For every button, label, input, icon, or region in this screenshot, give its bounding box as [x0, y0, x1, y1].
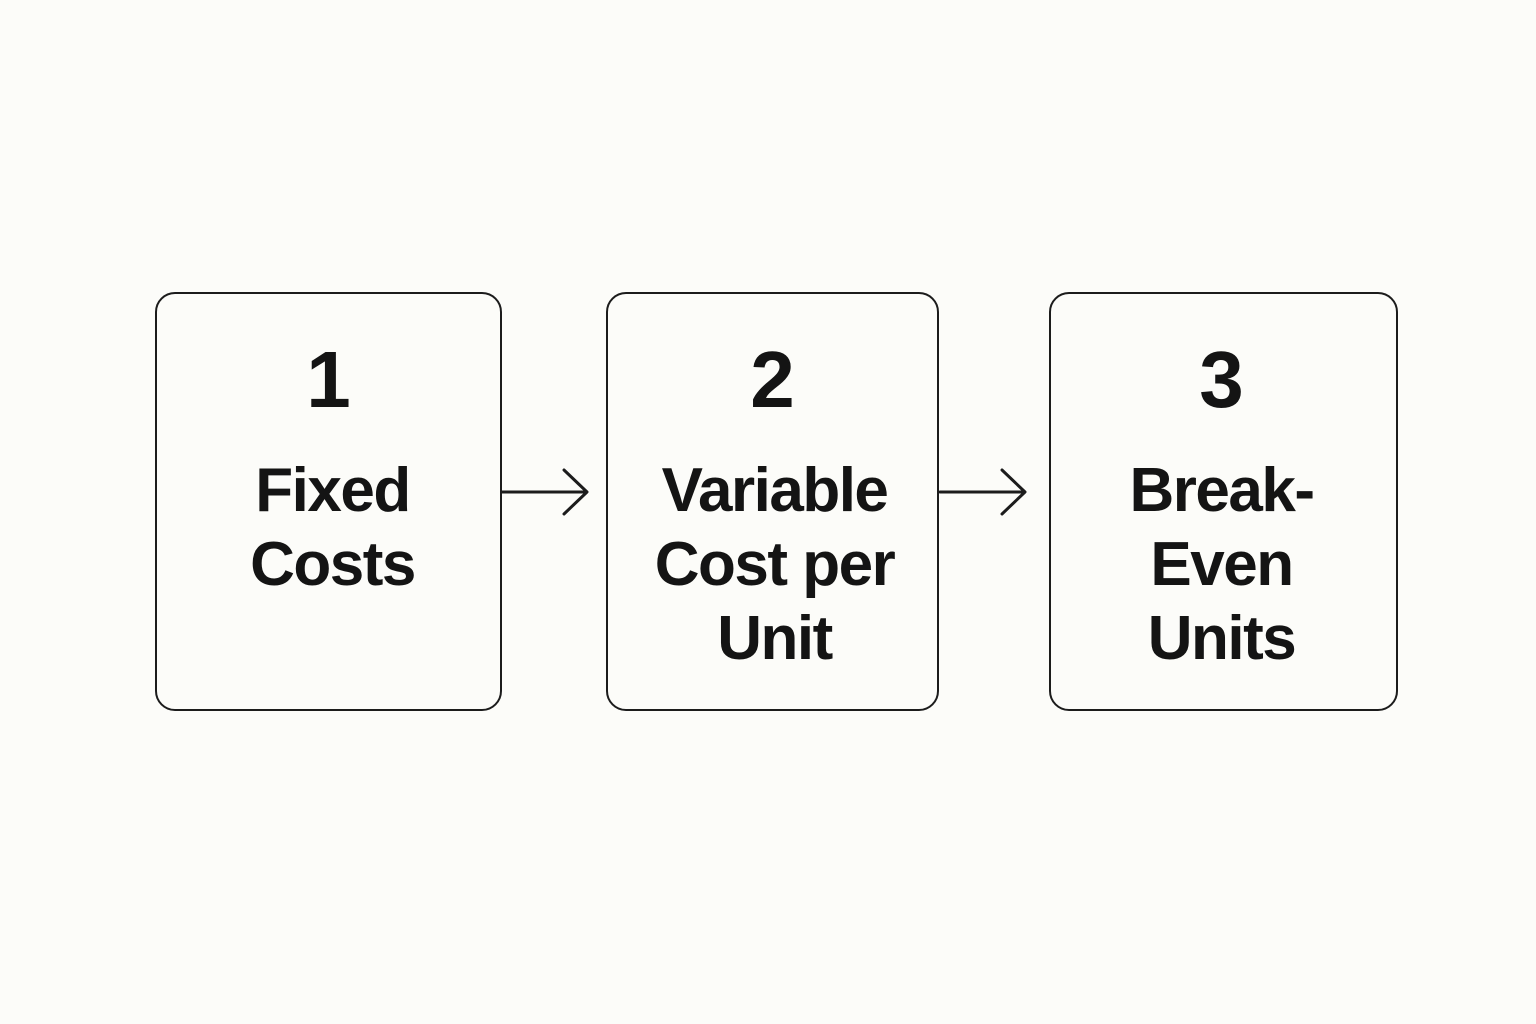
step-label-line: Even [1150, 530, 1294, 599]
arrow-right-icon [500, 468, 589, 516]
step-number: 1 [306, 335, 351, 424]
step-label-line: Variable [661, 456, 889, 525]
step-label-line: Break- [1129, 456, 1316, 525]
step-box-variable-cost: 2 Variable Cost per Unit [606, 292, 939, 711]
step-label: Fixed Costs [165, 454, 500, 602]
step-label: Variable Cost per Unit [612, 454, 937, 676]
step-label-line: Fixed [255, 456, 411, 525]
step-label: Break- Even Units [1047, 454, 1396, 676]
step-box-fixed-costs: 1 Fixed Costs [155, 292, 502, 711]
step-label-line: Cost per [654, 530, 896, 599]
step-number: 2 [750, 335, 795, 424]
step-box-break-even-units: 3 Break- Even Units [1049, 292, 1398, 711]
step-label-line: Units [1147, 604, 1297, 673]
arrow-right-icon [938, 468, 1027, 516]
step-label-line: Unit [717, 604, 833, 673]
step-number: 3 [1199, 335, 1244, 424]
step-label-line: Costs [250, 530, 416, 599]
